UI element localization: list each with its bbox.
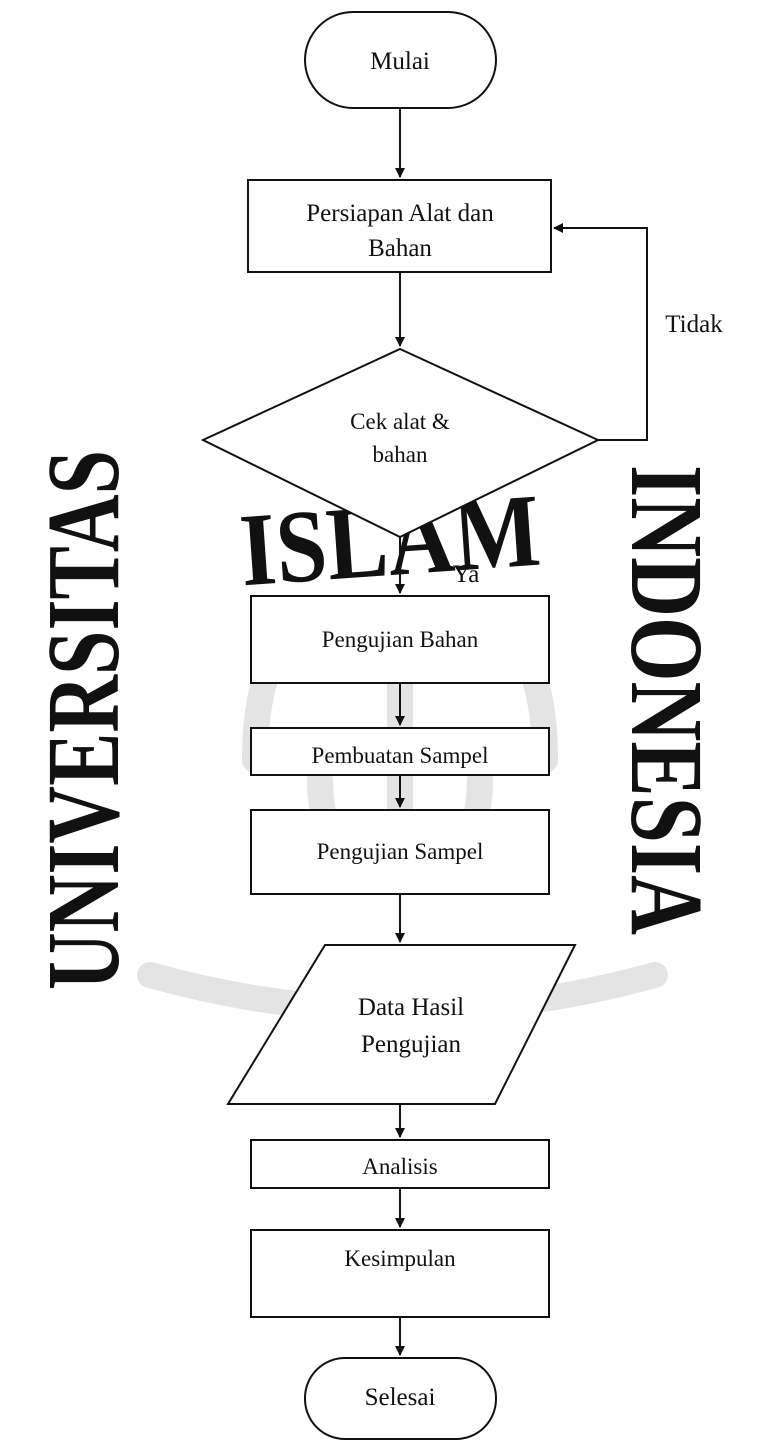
node-prep: Persiapan Alat dan Bahan — [247, 179, 552, 273]
connectors — [395, 108, 648, 1356]
test-sample-process-box — [250, 809, 550, 895]
prep-label-line-2: Bahan — [368, 235, 432, 262]
node-test-sample: Pengujian Sampel — [250, 809, 550, 895]
watermark-text-universitas: UNIVERSITAS — [26, 450, 141, 990]
edge-label-ya: Ya — [453, 561, 480, 588]
data-label-line-1: Data Hasil — [358, 994, 464, 1021]
start-label: Mulai — [370, 48, 430, 75]
node-data: Data Hasil Pengujian — [226, 944, 577, 1105]
node-make-sample: Pembuatan Sampel — [250, 727, 550, 776]
edge-label-tidak: Tidak — [665, 311, 723, 338]
node-start: Mulai — [304, 11, 497, 109]
node-test-material: Pengujian Bahan — [250, 595, 550, 684]
analysis-process-box — [250, 1139, 550, 1189]
test-material-process-box — [250, 595, 550, 684]
check-label-line-2: bahan — [373, 442, 428, 467]
check-label-line-1: Cek alat & — [350, 409, 450, 434]
conclusion-label: Kesimpulan — [344, 1246, 456, 1271]
end-terminator-shape — [304, 1357, 497, 1440]
make-sample-label: Pembuatan Sampel — [312, 743, 489, 768]
node-analysis: Analisis — [250, 1139, 550, 1189]
test-material-label: Pengujian Bahan — [322, 627, 479, 652]
prep-label-line-1: Persiapan Alat dan — [306, 200, 494, 227]
prep-process-box — [247, 179, 552, 273]
watermark-text-indonesia: INDONESIA — [609, 465, 724, 935]
make-sample-process-box — [250, 727, 550, 776]
conclusion-process-box — [250, 1229, 550, 1318]
check-decision-diamond — [200, 347, 601, 539]
node-end: Selesai — [304, 1357, 497, 1440]
end-label: Selesai — [365, 1384, 436, 1411]
data-io-parallelogram — [226, 944, 577, 1105]
start-terminator-shape — [304, 11, 497, 109]
node-conclusion: Kesimpulan — [250, 1229, 550, 1318]
data-label-line-2: Pengujian — [361, 1031, 461, 1058]
analysis-label: Analisis — [362, 1154, 437, 1179]
node-check: Cek alat & bahan — [200, 347, 601, 539]
test-sample-label: Pengujian Sampel — [317, 839, 484, 864]
edge-check-to-prep-loop — [553, 223, 648, 441]
